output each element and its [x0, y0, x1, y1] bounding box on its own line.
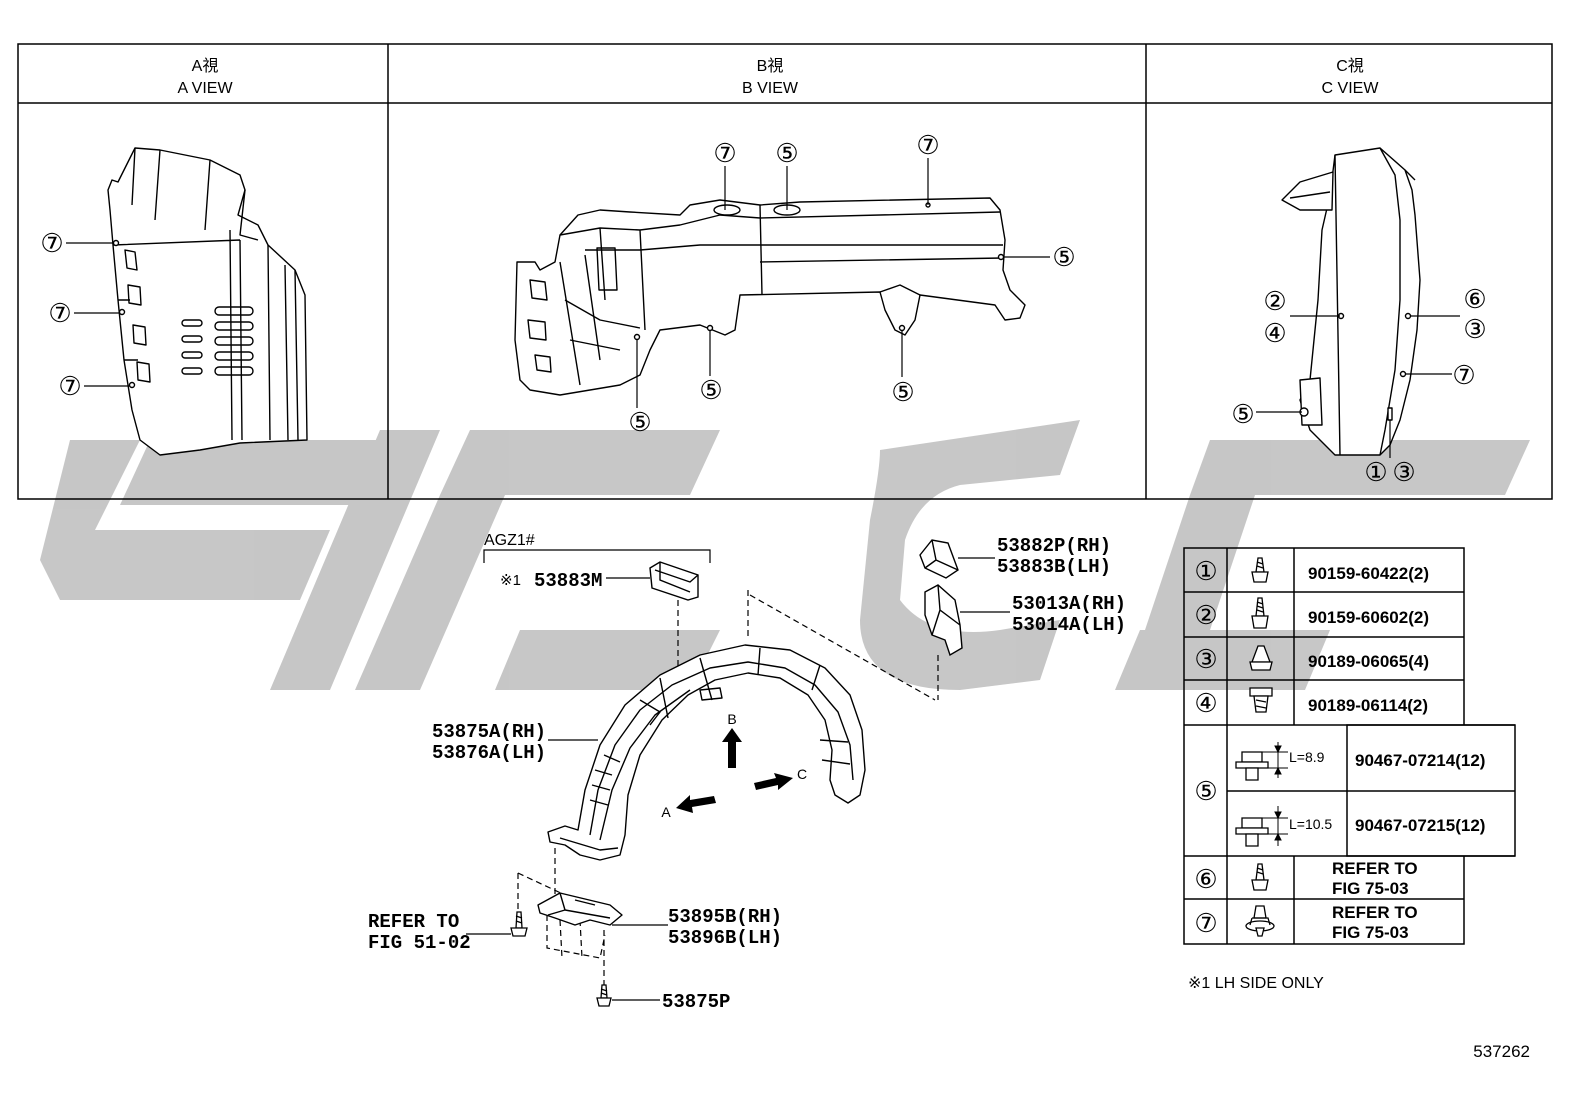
view-c-en: C VIEW: [1322, 80, 1380, 97]
screw-51-02-icon: [510, 911, 528, 937]
note-mark: ※1: [500, 572, 521, 589]
callout-b-5: ⑤: [628, 407, 651, 437]
legend-part-4: 90189-06114(2): [1308, 696, 1428, 715]
callout-b-6: ⑤: [699, 375, 722, 405]
callout-c-1: ②: [1263, 286, 1286, 316]
legend-part-1: 90159-60422(2): [1308, 564, 1429, 583]
views-table: [17, 43, 1553, 500]
legend-num-6: ⑥: [1194, 864, 1217, 894]
view-arrow-c: C: [754, 766, 807, 790]
legend-num-4: ④: [1194, 688, 1217, 718]
grommet-clip-icon: [1245, 905, 1275, 937]
callout-b-3: ⑦: [916, 130, 939, 160]
callout-a-2: ⑦: [48, 298, 71, 328]
legend-part-6-l2: FIG 75-03: [1332, 879, 1409, 898]
fender-liner-drawing: [547, 644, 866, 861]
refer-51-02-line1: REFER TO: [368, 911, 459, 933]
screw-53875p-icon: [596, 984, 612, 1007]
agz1-bracket: [483, 549, 711, 563]
callout-c-3: ⑥: [1463, 284, 1486, 314]
part-53896b: 53896B(LH): [668, 927, 782, 949]
svg-text:C: C: [797, 766, 807, 782]
callout-b-2: ⑤: [775, 138, 798, 168]
part-53013a-drawing: [924, 584, 963, 657]
b-view-callouts: [636, 158, 1050, 408]
part-53875a: 53875A(RH): [432, 721, 546, 743]
legend-part-5b: 90467-07215(12): [1355, 816, 1485, 835]
view-a-en: A VIEW: [177, 80, 233, 97]
nut-icon: [1249, 645, 1273, 671]
legend-part-2: 90159-60602(2): [1308, 608, 1429, 627]
svg-text:B: B: [727, 711, 736, 727]
dim-l-8-9: L=8.9: [1289, 749, 1325, 765]
part-53895b-drawing: [537, 892, 623, 926]
callout-c-6: ⑤: [1231, 399, 1254, 429]
figure-number: 537262: [1473, 1042, 1530, 1061]
part-53883m: 53883M: [534, 570, 602, 592]
clip-icon: [1249, 687, 1273, 713]
callout-c-2: ④: [1263, 318, 1286, 348]
legend-num-5: ⑤: [1194, 776, 1217, 806]
bolt-icon: [1251, 597, 1269, 629]
legend-num-1: ①: [1194, 556, 1217, 586]
part-53013a: 53013A(RH): [1012, 593, 1126, 615]
dim-l-10-5: L=10.5: [1289, 816, 1332, 832]
c-view-callouts: [1256, 315, 1460, 458]
view-arrow-a: A: [661, 795, 716, 820]
legend-part-3: 90189-06065(4): [1308, 652, 1429, 671]
refer-51-02-line2: FIG 51-02: [368, 932, 471, 954]
callout-a-1: ⑦: [40, 228, 63, 258]
part-53882p-drawing: [919, 539, 959, 579]
bolt-icon: [1251, 863, 1269, 891]
push-clip-icon: [1235, 751, 1269, 781]
part-53014a: 53014A(LH): [1012, 614, 1126, 636]
svg-text:A: A: [661, 804, 671, 820]
legend-num-2: ②: [1194, 600, 1217, 630]
part-53875p: 53875P: [662, 991, 730, 1013]
callout-a-3: ⑦: [58, 371, 81, 401]
part-53876a: 53876A(LH): [432, 742, 546, 764]
bolt-icon: [1251, 557, 1269, 583]
view-c-jp: C視: [1336, 57, 1364, 75]
legend-num-7: ⑦: [1194, 908, 1217, 938]
part-53883m-drawing: [649, 561, 699, 601]
legend-part-7-l1: REFER TO: [1332, 903, 1418, 922]
view-arrow-b: B: [722, 711, 742, 768]
part-53882p: 53882P(RH): [997, 535, 1111, 557]
legend-num-3: ③: [1194, 644, 1217, 674]
c-view-liner-drawing: [1281, 147, 1421, 456]
legend-part-7-l2: FIG 75-03: [1332, 923, 1409, 942]
callout-b-1: ⑦: [713, 138, 736, 168]
push-clip-icon: [1235, 817, 1269, 847]
legend-table: [1183, 547, 1516, 945]
view-b-en: B VIEW: [742, 80, 799, 97]
view-a-jp: A視: [192, 57, 219, 75]
a-view-liner-drawing: [107, 147, 308, 456]
view-header-b: B視 B VIEW: [742, 57, 799, 97]
a-view-callouts: [66, 242, 130, 387]
callout-c-4: ③: [1463, 314, 1486, 344]
part-53895b: 53895B(RH): [668, 906, 782, 928]
part-53883b: 53883B(LH): [997, 556, 1111, 578]
callout-c-5: ⑦: [1452, 360, 1475, 390]
callout-c-8: ③: [1392, 457, 1415, 487]
b-view-liner-drawing: [514, 197, 1026, 396]
callout-b-7: ⑤: [891, 377, 914, 407]
legend-part-5a: 90467-07214(12): [1355, 751, 1485, 770]
legend-part-6-l1: REFER TO: [1332, 859, 1418, 878]
view-header-a: A視 A VIEW: [177, 57, 233, 97]
callout-b-4: ⑤: [1052, 242, 1075, 272]
watermark-logo: [40, 420, 1530, 690]
callout-c-7: ①: [1364, 457, 1387, 487]
agz1-label: AGZ1#: [484, 532, 535, 549]
footnote: ※1 LH SIDE ONLY: [1188, 975, 1324, 992]
view-b-jp: B視: [757, 57, 784, 75]
view-header-c: C視 C VIEW: [1322, 57, 1380, 97]
